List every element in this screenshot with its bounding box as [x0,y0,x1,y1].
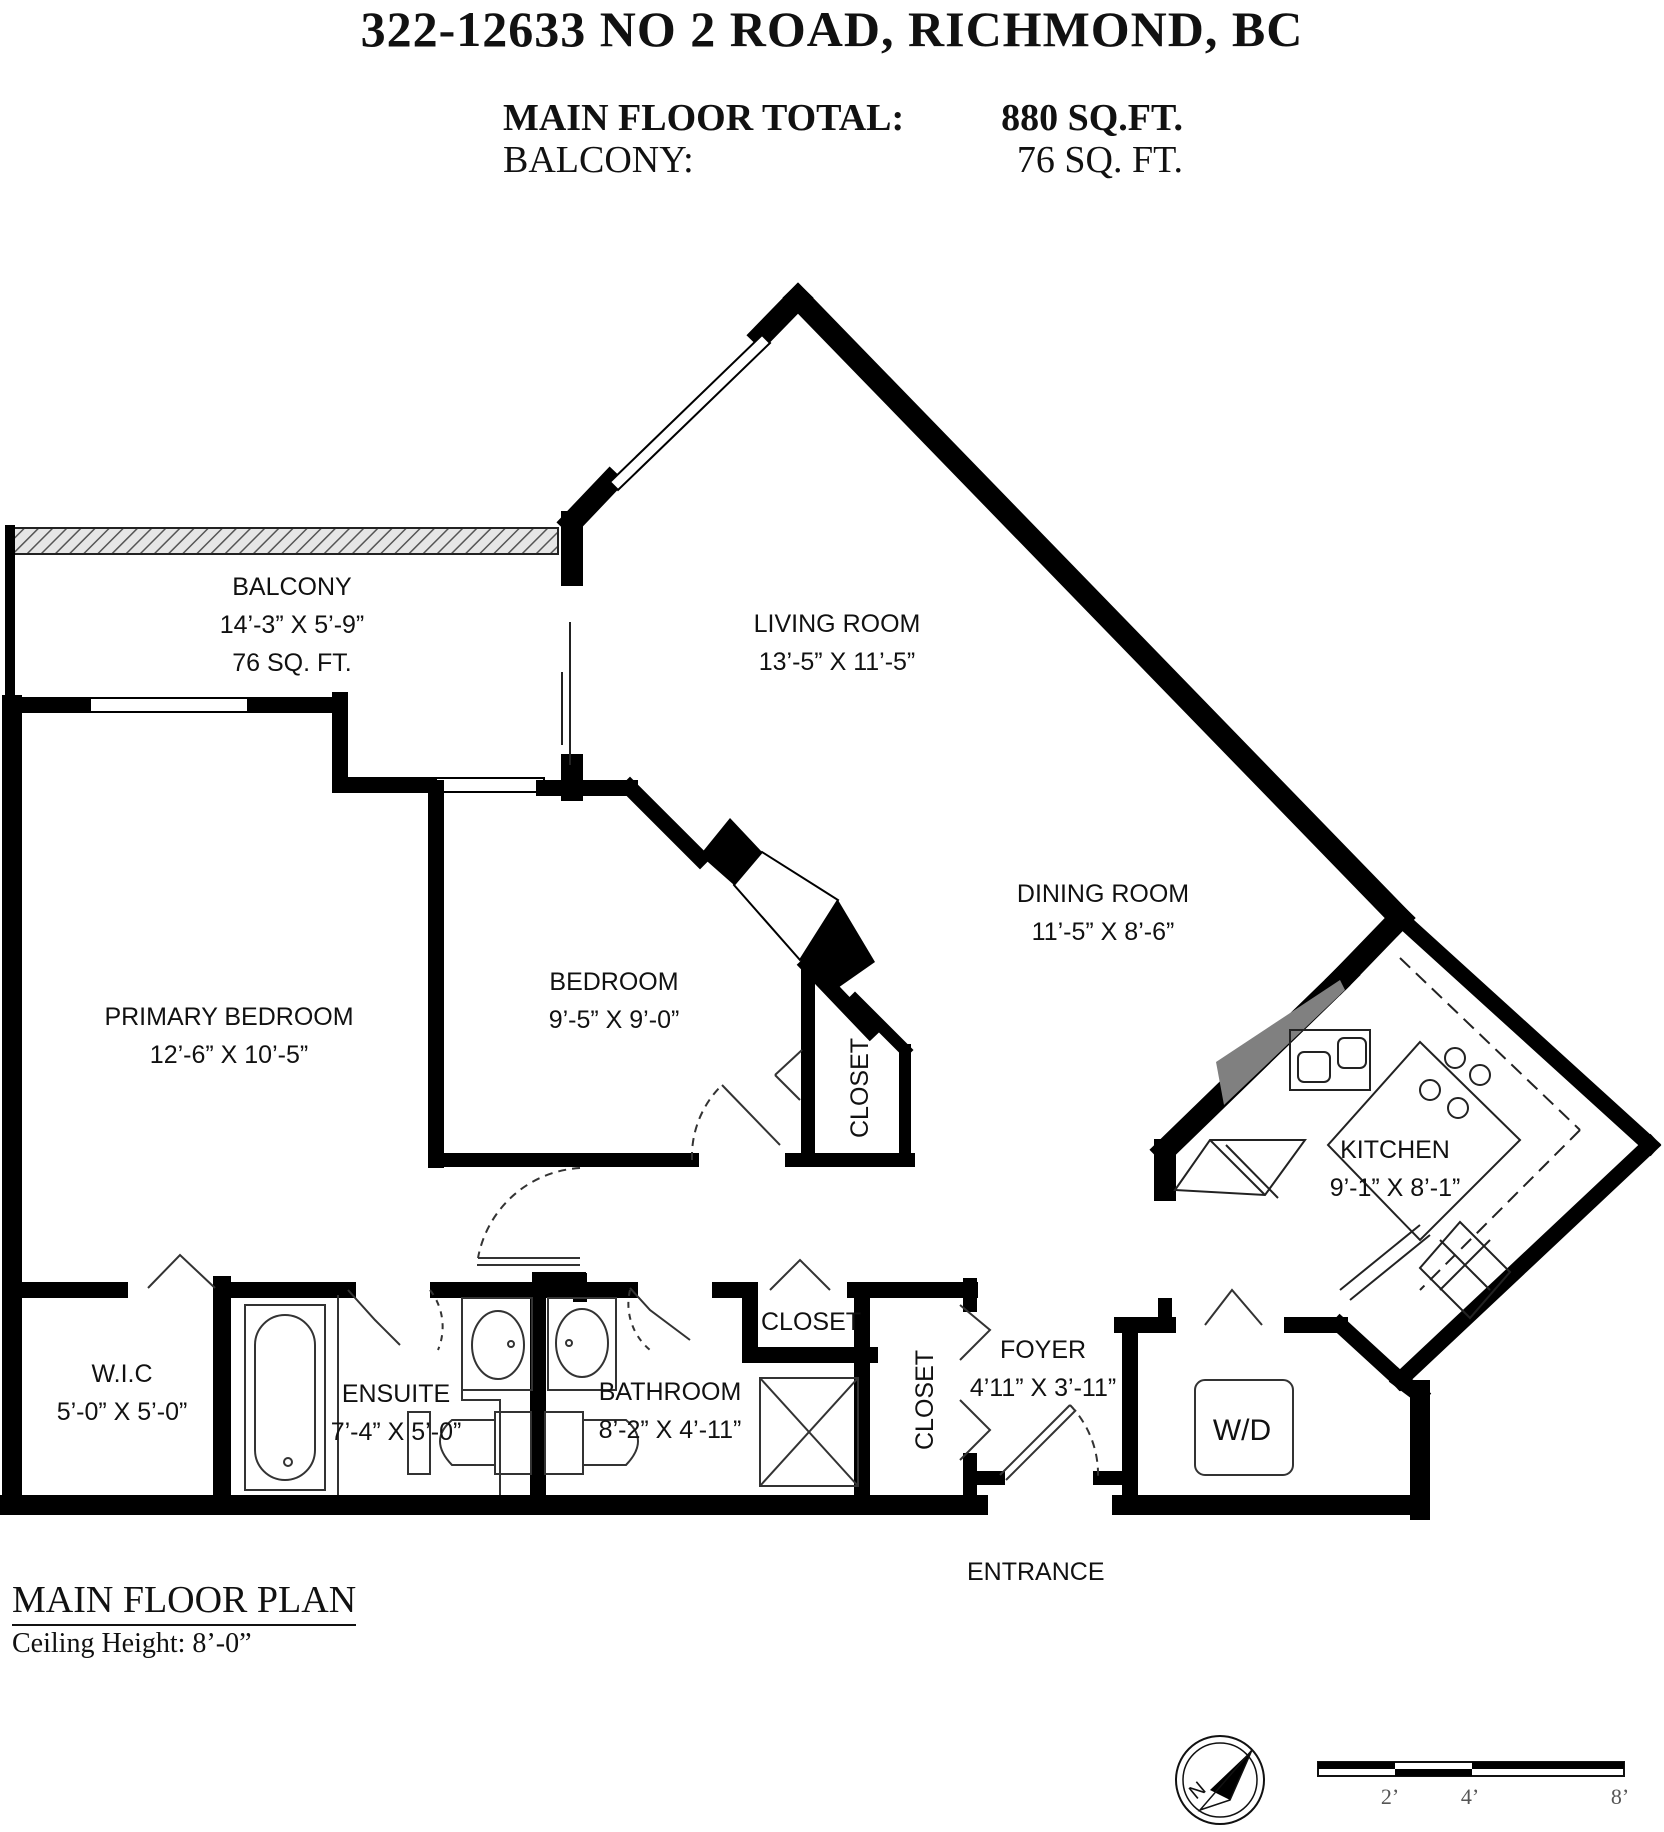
kitchen-dims: 9’-1” X 8’-1” [1330,1174,1461,1202]
ensuite-fixtures [244,1295,533,1495]
scale-tick-4: 4’ [1461,1784,1479,1809]
balcony-railing [9,527,559,555]
door-swings [147,1049,1263,1481]
scale-bar: 2’ 4’ 8’ [1317,1761,1629,1809]
kitchen-name: KITCHEN [1340,1136,1450,1164]
foyer-closet-label: CLOSET [911,1350,939,1450]
exterior-walls [0,282,1662,1520]
hall-closet-label: CLOSET [761,1308,861,1336]
dining-room-name: DINING ROOM [1017,880,1189,908]
wic-name: W.I.C [91,1360,152,1388]
balcony-name: BALCONY [232,573,352,601]
interior-walls [12,754,1176,1504]
kitchen-fixtures [1173,957,1581,1320]
room-labels: BALCONY 14’-3” X 5’-9” 76 SQ. FT. LIVING… [57,573,1461,1450]
balcony-total-value: 76 SQ. FT. [1016,139,1183,181]
wic-dims: 5’-0” X 5’-0” [57,1398,188,1426]
main-floor-total-value: 880 SQ.FT. [1001,97,1183,139]
structural-columns [700,818,875,990]
bedroom-name: BEDROOM [549,968,678,996]
balcony-sliding-door [561,622,571,765]
page-title: 322-12633 NO 2 ROAD, RICHMOND, BC [360,1,1304,57]
primary-bedroom-name: PRIMARY BEDROOM [104,1003,353,1031]
primary-bedroom-dims: 12’-6” X 10’-5” [150,1041,308,1069]
bedroom-closet-label: CLOSET [846,1038,874,1138]
balcony-total-label: BALCONY: [503,139,694,181]
bathroom-name: BATHROOM [599,1378,742,1406]
windows [89,333,772,793]
main-floor-total-label: MAIN FLOOR TOTAL: [503,97,905,139]
column-window [732,850,840,962]
scale-tick-8: 8’ [1611,1784,1629,1809]
living-room-dims: 13’-5” X 11’-5” [759,648,916,676]
bathroom-fixtures [544,1297,859,1487]
balcony-dims: 14’-3” X 5’-9” [220,611,365,639]
dining-room-dims: 11’-5” X 8’-6” [1032,918,1175,946]
bathroom-dims: 8’-2” X 4’-11” [599,1416,742,1444]
washer-dryer-label: W/D [1213,1414,1271,1447]
balcony-area: 76 SQ. FT. [232,649,351,677]
foyer-name: FOYER [1000,1336,1086,1364]
ceiling-height: Ceiling Height: 8’-0” [12,1628,252,1659]
entrance-label: ENTRANCE [967,1558,1105,1586]
foyer-dims: 4’11” X 3’-11” [970,1374,1116,1402]
north-arrow-icon: N [1175,1735,1265,1825]
ensuite-name: ENSUITE [342,1380,450,1408]
scale-tick-2: 2’ [1381,1784,1399,1809]
bedroom-dims: 9’-5” X 9’-0” [549,1006,680,1034]
ensuite-dims: 7’-4” X 5’-0” [331,1418,462,1446]
living-room-name: LIVING ROOM [754,610,921,638]
floor-plan-title: MAIN FLOOR PLAN [12,1578,357,1626]
washer-dryer [1194,1379,1294,1476]
